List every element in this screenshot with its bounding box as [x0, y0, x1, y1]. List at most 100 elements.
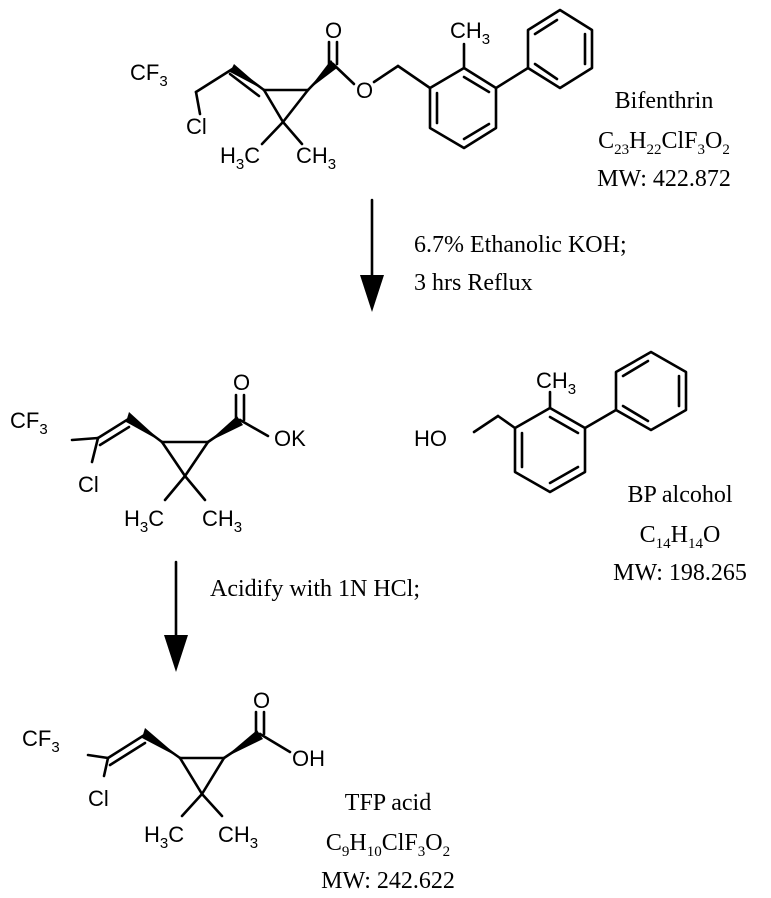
formula-text: C	[326, 830, 342, 856]
formula-text: CF	[10, 408, 39, 433]
formula-text: C	[598, 128, 614, 154]
formula-text: C	[168, 822, 184, 847]
reaction-arrow-1	[360, 198, 384, 312]
bond	[583, 408, 618, 430]
bond	[183, 440, 210, 478]
bp-alcohol-formula: C14H14O	[640, 522, 721, 552]
carbonyl-oxygen: O	[233, 370, 250, 395]
reaction-arrow-2	[164, 560, 188, 672]
ok-group: OK	[274, 426, 306, 451]
cf3-group: CF3	[10, 408, 48, 438]
bond	[260, 120, 285, 146]
potassium-salt-structure: CF3 Cl H3C CH3 O OK	[10, 370, 306, 536]
ho-group: HO	[414, 426, 447, 451]
step2-reagent: Acidify with 1N HCl;	[210, 576, 420, 602]
bond	[106, 732, 148, 760]
bond	[472, 414, 500, 434]
formula-text: H	[124, 506, 140, 531]
subscript-text: 3	[160, 835, 168, 852]
bond	[194, 66, 236, 94]
cf3-group: CF3	[130, 60, 168, 90]
subscript-text: 3	[39, 421, 47, 438]
formula-text: CH	[296, 143, 328, 168]
bond	[513, 406, 587, 494]
bond	[86, 753, 110, 760]
bond	[194, 90, 202, 116]
bond	[200, 792, 224, 818]
formula-text: C	[148, 506, 164, 531]
subscript-text: 3	[140, 519, 148, 536]
subscript-text: 3	[568, 381, 576, 398]
bond	[462, 75, 491, 94]
subscript-text: 22	[646, 142, 661, 158]
bond	[428, 66, 498, 150]
wedge-bond	[208, 416, 243, 442]
formula-text: H	[671, 522, 688, 548]
ch3-group: CH3	[536, 368, 576, 398]
step1-condition: 3 hrs Reflux	[414, 270, 533, 296]
ch3-group: CH3	[296, 143, 336, 173]
subscript-text: 14	[656, 536, 672, 552]
bond	[621, 359, 650, 378]
tfp-acid-structure: CF3 Cl H3C CH3 O OH	[22, 688, 325, 852]
bond	[258, 732, 292, 754]
wedge-bond	[224, 730, 263, 758]
formula-text: O	[705, 128, 722, 154]
bond	[621, 404, 650, 423]
oh-group: OH	[292, 746, 325, 771]
bifenthrin-formula: C23H22ClF3O2	[598, 128, 730, 158]
bp-alcohol-name: BP alcohol	[627, 482, 732, 508]
formula-text: ClF	[382, 830, 418, 856]
bond	[281, 88, 310, 124]
bond	[180, 792, 204, 818]
bond	[548, 415, 580, 435]
bond	[494, 66, 530, 90]
tfp-acid-name: TFP acid	[345, 790, 431, 816]
subscript-text: 3	[234, 519, 242, 536]
subscript-text: 3	[418, 844, 426, 860]
formula-text: CH	[536, 368, 568, 393]
bond	[108, 741, 147, 767]
subscript-text: 3	[236, 156, 244, 173]
formula-text: O	[425, 830, 442, 856]
formula-text: ClF	[661, 128, 697, 154]
bond	[228, 72, 261, 98]
formula-text: CH	[202, 506, 234, 531]
subscript-text: 2	[722, 142, 730, 158]
bond	[533, 62, 559, 81]
cl-atom: Cl	[186, 114, 207, 139]
ring-ch3-group: CH3	[450, 18, 490, 48]
ch3-group: CH3	[202, 506, 242, 536]
bond	[372, 64, 400, 84]
h3c-group: H3C	[220, 143, 260, 173]
bond	[96, 416, 132, 440]
h3c-group: H3C	[144, 822, 184, 852]
carbonyl-oxygen: O	[253, 688, 270, 713]
bond	[496, 414, 517, 430]
cl-atom: Cl	[78, 472, 99, 497]
formula-text: H	[349, 830, 366, 856]
subscript-text: 3	[250, 835, 258, 852]
bond	[526, 8, 594, 90]
bp-alcohol-mw: MW: 198.265	[613, 560, 747, 586]
cl-atom: Cl	[88, 786, 109, 811]
formula-text: H	[144, 822, 160, 847]
ester-oxygen: O	[356, 78, 373, 103]
bp-alcohol-structure: HO CH3	[414, 350, 688, 494]
wedge-bond	[126, 412, 162, 442]
tfp-acid-formula: C9H10ClF3O2	[326, 830, 450, 860]
bond	[70, 436, 100, 442]
subscript-text: 2	[443, 844, 451, 860]
formula-text: H	[220, 143, 236, 168]
subscript-text: 3	[698, 142, 706, 158]
cf3-group: CF3	[22, 726, 60, 756]
subscript-text: 3	[328, 156, 336, 173]
bond	[183, 474, 207, 502]
formula-text: CF	[22, 726, 51, 751]
formula-text: CF	[130, 60, 159, 85]
formula-text: C	[640, 522, 656, 548]
bond	[462, 122, 491, 141]
bifenthrin-structure: CF3 Cl H3C CH3 O O CH3	[130, 8, 594, 173]
bond	[102, 756, 110, 778]
